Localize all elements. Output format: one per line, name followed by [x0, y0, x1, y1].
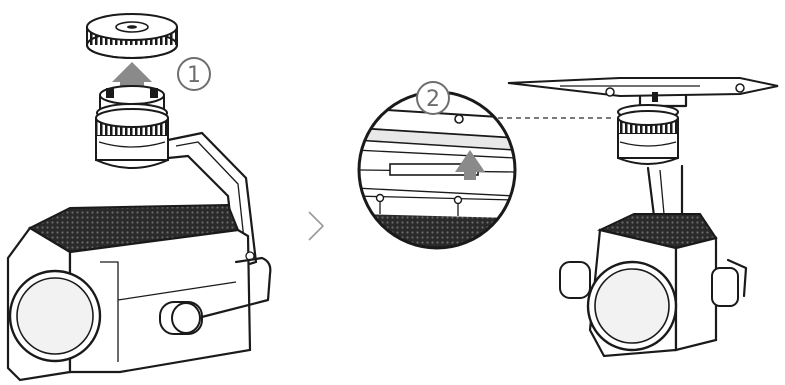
gimbal-camera-mounted: [507, 77, 779, 358]
gimbal-camera-left: 1: [6, 13, 272, 382]
step-1-badge: 1: [177, 57, 211, 91]
quick-release-connector: [95, 85, 169, 169]
damper-cap: [86, 13, 178, 59]
step-2-label: 2: [426, 87, 440, 112]
zoom-detail-circle: [357, 90, 517, 250]
step-2-badge: 2: [416, 81, 450, 115]
camera-body: [6, 203, 272, 382]
step-1-label: 1: [187, 63, 201, 88]
chevron-right-icon: [308, 211, 324, 241]
